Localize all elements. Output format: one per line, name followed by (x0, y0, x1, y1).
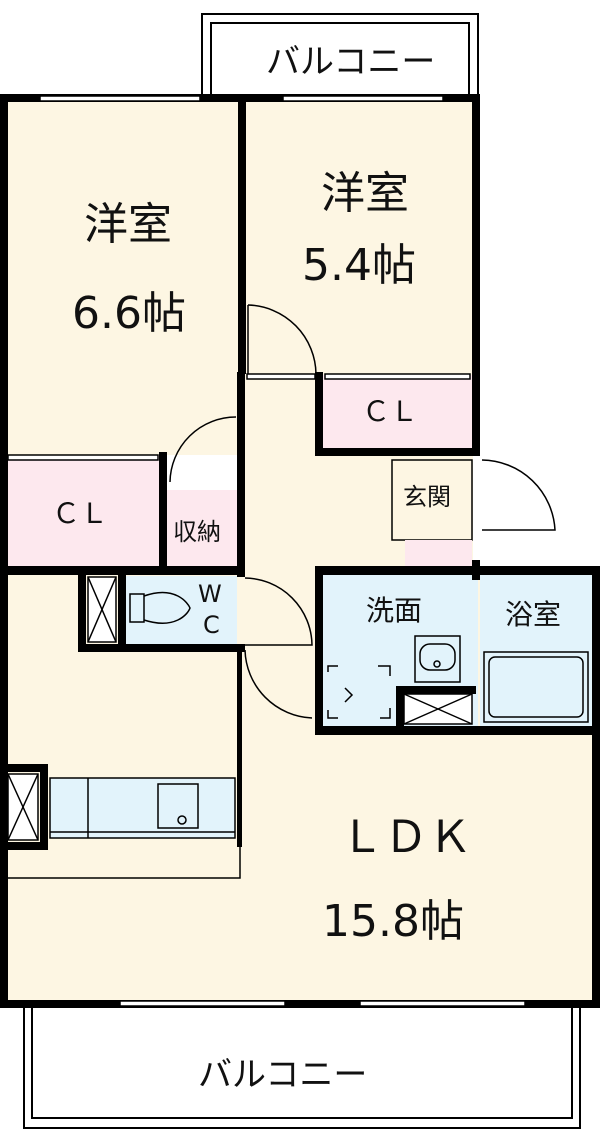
pipe-shafts (7, 576, 473, 841)
western-right-name: 洋室 (321, 168, 409, 219)
ldk-size: 15.8帖 (322, 896, 464, 947)
kitchen-counter (8, 777, 241, 879)
bathroom-label: 浴室 (505, 598, 562, 631)
windows (7, 95, 526, 1007)
closet-left-label: ＣＬ (52, 497, 109, 530)
ldk-name: ＬＤＫ (340, 812, 472, 863)
western-left-size: 6.6帖 (72, 288, 186, 339)
doors (169, 304, 556, 719)
bathroom (480, 575, 594, 727)
storage-label: 収納 (173, 518, 221, 546)
entrance-label: 玄関 (403, 483, 451, 511)
western-right-size: 5.4帖 (302, 240, 416, 291)
balcony-bottom-label: バルコニー (198, 1055, 368, 1095)
walls (0, 94, 600, 1008)
balcony-top-label: バルコニー (266, 42, 436, 82)
toilet-label-c: C (203, 611, 220, 639)
washing-machine-area (327, 665, 391, 719)
closet-left (8, 455, 163, 570)
bathtub (483, 651, 589, 723)
washroom-label: 洗面 (366, 594, 423, 627)
balcony-top (201, 13, 479, 97)
room-western-left (8, 100, 238, 455)
room-western-right (245, 100, 473, 375)
western-left-name: 洋室 (84, 199, 172, 250)
toilet-fixture (129, 591, 191, 624)
toilet-label-w: W (198, 580, 222, 608)
washbasin (414, 635, 461, 683)
hallway (245, 375, 320, 570)
closet-right-label: ＣＬ (362, 395, 419, 428)
closet-right (320, 375, 473, 448)
storage (167, 490, 237, 570)
